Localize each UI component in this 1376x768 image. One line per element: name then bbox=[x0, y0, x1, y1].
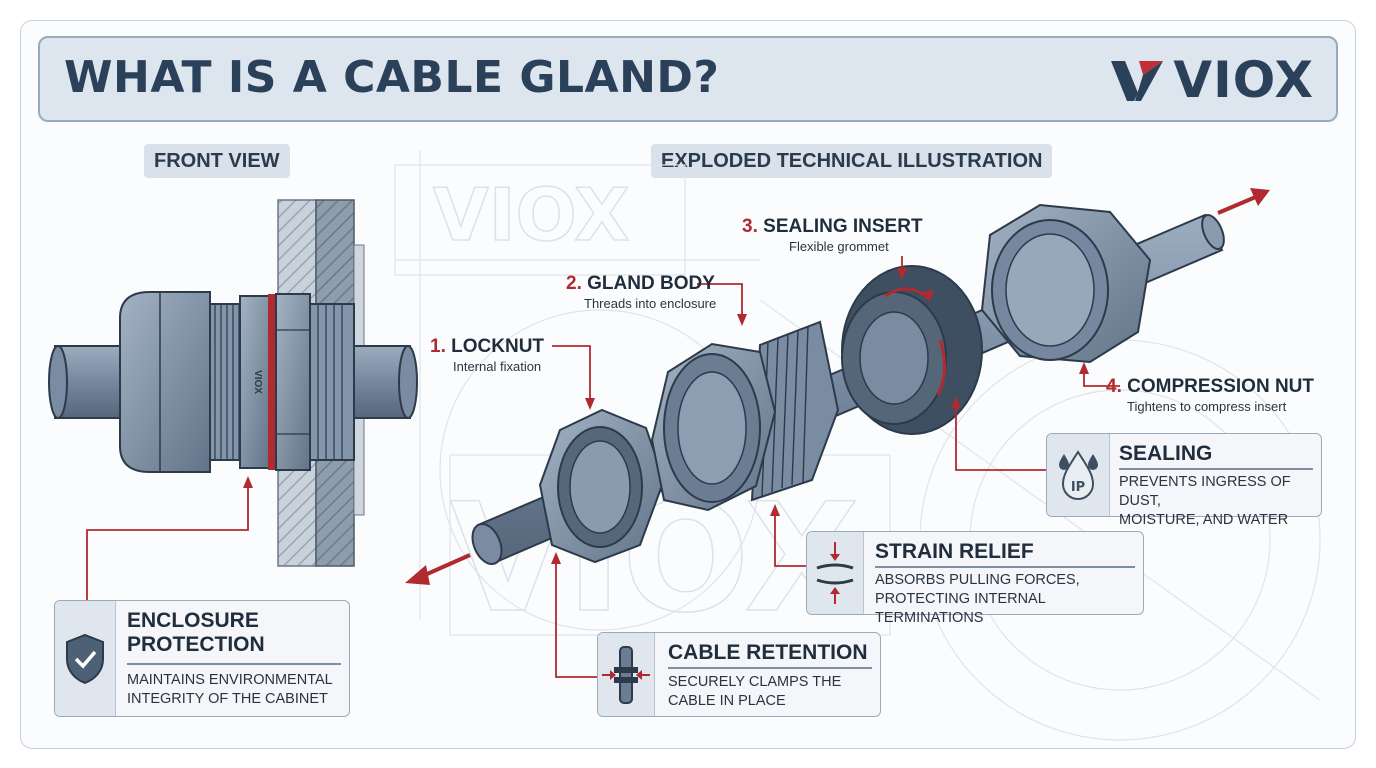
feature-cable-retention-box: CABLE RETENTION SECURELY CLAMPS THE CABL… bbox=[597, 632, 881, 717]
callout-sealing-insert-desc: Flexible grommet bbox=[789, 239, 889, 254]
feature-enclosure-protection-line1: MAINTAINS ENVIRONMENTAL bbox=[127, 672, 333, 688]
front-gland-mark: VIOX bbox=[252, 370, 263, 394]
callout-gland-body-name: GLAND BODY bbox=[587, 273, 715, 294]
pull-arrow-right-icon bbox=[1250, 188, 1270, 206]
exploded-cable-end bbox=[471, 523, 503, 565]
callout-locknut-number: 1. bbox=[430, 336, 446, 357]
callout-compression-nut: 4. COMPRESSION NUT bbox=[1106, 376, 1314, 398]
callout-sealing-insert-name: SEALING INSERT bbox=[763, 216, 923, 237]
feature-strain-relief-body: ABSORBS PULLING FORCES, PROTECTING INTER… bbox=[875, 571, 1143, 628]
feature-enclosure-protection-body: MAINTAINS ENVIRONMENTAL INTEGRITY OF THE… bbox=[127, 671, 333, 709]
exploded-view-label: EXPLODED TECHNICAL ILLUSTRATION bbox=[651, 144, 1053, 178]
feature-sealing-rule bbox=[1119, 468, 1313, 470]
front-inner-threads bbox=[309, 303, 355, 461]
feature-enclosure-protection-rule bbox=[127, 663, 341, 665]
feature-enclosure-protection-box: ENCLOSURE PROTECTION MAINTAINS ENVIRONME… bbox=[54, 600, 350, 717]
feature-strain-relief-line2: PROTECTING INTERNAL TERMINATIONS bbox=[875, 591, 1046, 626]
feature-enclosure-protection-title-line2: PROTECTION bbox=[127, 633, 265, 656]
feature-enclosure-protection-title-line1: ENCLOSURE bbox=[127, 609, 259, 632]
callout-locknut-name: LOCKNUT bbox=[451, 336, 545, 357]
exploded-view-drawing bbox=[405, 188, 1270, 678]
exploded-sealing-insert bbox=[841, 265, 983, 435]
callout-locknut-desc: Internal fixation bbox=[453, 359, 542, 374]
feature-sealing-line1: PREVENTS INGRESS OF DUST, bbox=[1119, 474, 1291, 509]
feature-sealing-title: SEALING bbox=[1119, 442, 1213, 465]
watermark-upper: VIOX bbox=[433, 173, 630, 257]
callout-gland-body-number: 2. bbox=[566, 273, 582, 294]
feature-strain-relief-icon-area bbox=[807, 532, 864, 614]
feature-cable-retention-rule bbox=[668, 667, 872, 669]
feature-strain-relief-title: STRAIN RELIEF bbox=[875, 540, 1034, 563]
exploded-locknut bbox=[538, 408, 666, 564]
callout-compression-nut-desc: Tightens to compress insert bbox=[1127, 399, 1287, 414]
callout-gland-body: 2. GLAND BODY bbox=[566, 273, 715, 295]
front-red-seal bbox=[268, 294, 275, 470]
front-view-drawing: VIOX bbox=[48, 199, 418, 600]
feature-enclosure-protection-icon-area bbox=[55, 601, 116, 716]
cable-clamp-icon bbox=[602, 646, 650, 704]
feature-strain-relief-line1: ABSORBS PULLING FORCES, bbox=[875, 572, 1080, 588]
pull-arrow-left-icon bbox=[405, 565, 430, 585]
feature-strain-relief-rule bbox=[875, 566, 1135, 568]
feature-sealing-icon-area: IP bbox=[1047, 434, 1110, 516]
callout-sealing-insert: 3. SEALING INSERT bbox=[742, 216, 923, 238]
logo-wordmark: VIOX bbox=[1173, 51, 1314, 109]
callout-sealing-insert-number: 3. bbox=[742, 216, 758, 237]
exploded-compression-nut bbox=[980, 203, 1152, 364]
callout-gland-body-desc: Threads into enclosure bbox=[584, 296, 717, 311]
callout-compression-nut-number: 4. bbox=[1106, 376, 1122, 397]
front-view-label: FRONT VIEW bbox=[144, 144, 290, 178]
exploded-gland-body bbox=[650, 320, 840, 512]
feature-cable-retention-title: CABLE RETENTION bbox=[668, 641, 868, 664]
shield-check-icon bbox=[66, 633, 104, 685]
ip-label: IP bbox=[1071, 480, 1085, 495]
feature-strain-relief-box: STRAIN RELIEF ABSORBS PULLING FORCES, PR… bbox=[806, 531, 1144, 626]
page-title: WHAT IS A CABLE GLAND? bbox=[64, 52, 720, 103]
feature-cable-retention-line1: SECURELY CLAMPS THE bbox=[668, 674, 842, 690]
callout-compression-nut-name: COMPRESSION NUT bbox=[1127, 376, 1314, 397]
viox-logo: VIOX bbox=[1109, 51, 1314, 109]
feature-cable-retention-line2: CABLE IN PLACE bbox=[668, 693, 786, 709]
viox-logo-mark-icon bbox=[1111, 61, 1164, 101]
ip-droplet-icon: IP bbox=[1059, 450, 1098, 500]
front-cable-end bbox=[48, 345, 68, 419]
front-locknut bbox=[275, 293, 311, 471]
feature-sealing-body: PREVENTS INGRESS OF DUST, MOISTURE, AND … bbox=[1119, 473, 1321, 530]
front-gland-body bbox=[239, 295, 271, 469]
feature-cable-retention-body: SECURELY CLAMPS THE CABLE IN PLACE bbox=[668, 673, 841, 711]
feature-sealing-line2: MOISTURE, AND WATER bbox=[1119, 512, 1289, 528]
front-dome-cap bbox=[119, 291, 211, 473]
feature-enclosure-protection-title: ENCLOSURE PROTECTION bbox=[127, 609, 265, 657]
strain-relief-icon bbox=[816, 542, 854, 604]
feature-sealing-box: IP SEALING PREVENTS INGRESS OF DUST, MOI… bbox=[1046, 433, 1322, 528]
callout-locknut: 1. LOCKNUT bbox=[430, 336, 544, 358]
feature-cable-retention-icon-area bbox=[598, 633, 655, 716]
feature-enclosure-protection-line2: INTEGRITY OF THE CABINET bbox=[127, 691, 328, 707]
front-cable-end-right bbox=[398, 345, 418, 419]
title-bar: WHAT IS A CABLE GLAND? VIOX bbox=[38, 36, 1338, 122]
